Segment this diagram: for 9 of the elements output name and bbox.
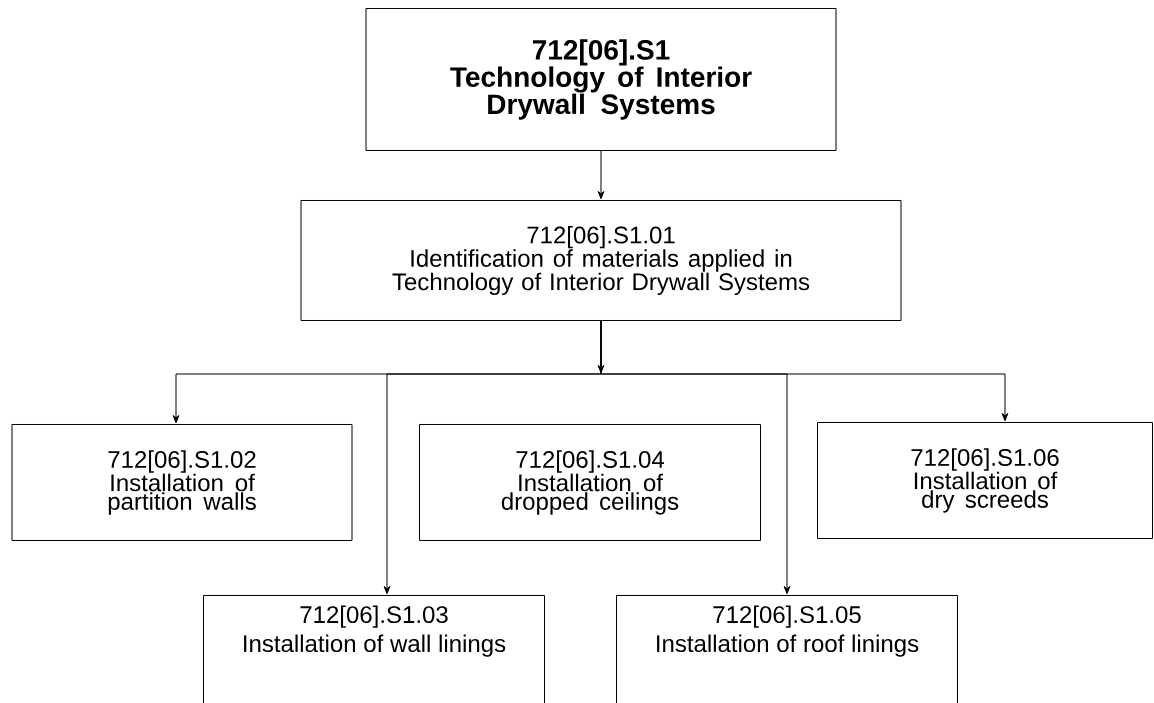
process-box: 712[06].S1.03 Installation of wall linings (203, 595, 545, 703)
process-box: 712[06].S1.02 Installation of partition walls (11, 424, 353, 541)
process-box: 712[06].S1 Technology of Interior Drywall Systems (365, 8, 837, 151)
arrow (597, 150, 605, 200)
arrow (597, 320, 605, 374)
process-box: 712[06].S1.01 Identification of materials applied in Technology of Interior Drywall Systems (300, 200, 902, 321)
process-box: 712[06].S1.04 Installation of dropped ceilings (419, 424, 761, 541)
process-box: 712[06].S1.06 Installation of dry screeds (817, 422, 1153, 539)
process-box: 712[06].S1.05 Installation of roof linings (616, 595, 958, 703)
